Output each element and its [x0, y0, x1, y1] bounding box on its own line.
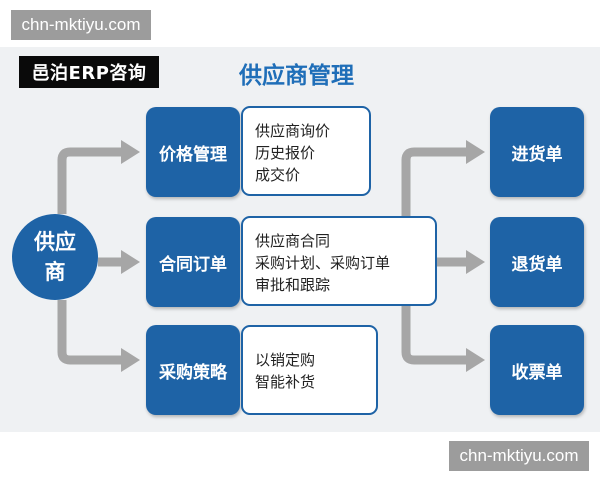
arrow-to-strategy	[57, 300, 122, 365]
detail-item: 以销定购	[255, 351, 316, 369]
arrow-to-invoice	[401, 262, 467, 365]
output-invoice-receipt: 收票单	[490, 325, 584, 415]
output-return-note: 退货单	[490, 217, 584, 307]
detail-box-price: 供应商询价 历史报价 成交价	[241, 106, 371, 196]
detail-item: 供应商询价	[255, 122, 331, 140]
arrowhead-purchase	[466, 140, 485, 164]
supplier-label-line2: 商	[44, 260, 66, 284]
module-price-management: 价格管理	[146, 107, 240, 197]
brand-logo-text: 邑泊ERP咨询	[31, 63, 147, 84]
detail-box-contract: 供应商合同 采购计划、采购订单 审批和跟踪	[241, 216, 437, 306]
supplier-node: 供应 商	[12, 214, 98, 300]
module-contract-order: 合同订单	[146, 217, 240, 307]
arrowhead-strategy	[121, 348, 140, 372]
detail-item: 采购计划、采购订单	[255, 254, 391, 272]
module-purchase-strategy: 采购策略	[146, 325, 240, 415]
arrowhead-return	[466, 250, 485, 274]
arrow-to-purchase	[401, 147, 467, 262]
detail-item: 智能补货	[255, 373, 316, 391]
detail-item: 历史报价	[255, 144, 316, 162]
arrowhead-contract	[121, 250, 140, 274]
watermark-bottom: chn-mktiyu.com	[449, 441, 589, 471]
arrowhead-price	[121, 140, 140, 164]
detail-box-strategy: 以销定购 智能补货	[241, 325, 378, 415]
page-title: 供应商管理	[239, 63, 354, 89]
brand-logo: 邑泊ERP咨询	[19, 56, 159, 88]
arrowhead-invoice	[466, 348, 485, 372]
output-purchase-receipt: 进货单	[490, 107, 584, 197]
detail-item: 成交价	[255, 166, 301, 184]
watermark-top: chn-mktiyu.com	[11, 10, 151, 40]
supplier-label-line1: 供应	[34, 230, 76, 254]
detail-item: 审批和跟踪	[255, 276, 331, 294]
detail-item: 供应商合同	[255, 232, 331, 250]
arrow-to-price	[57, 147, 122, 214]
